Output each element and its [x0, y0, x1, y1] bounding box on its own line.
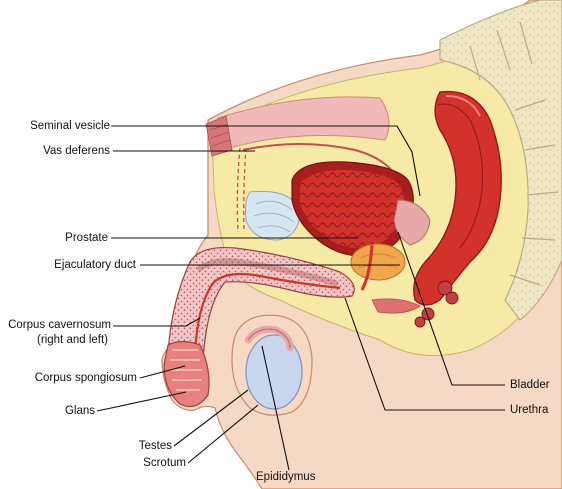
- seminal-vesicle: [393, 199, 431, 246]
- leader-lines: [96, 125, 505, 471]
- label-prostate: Prostate: [65, 232, 108, 244]
- label-scrotum: Scrotum: [143, 457, 186, 469]
- label-epididymus: Epididymus: [256, 471, 316, 483]
- label-glans: Glans: [64, 405, 95, 417]
- prostate: [350, 243, 406, 281]
- testis: [245, 334, 303, 410]
- sacrum: [439, 0, 562, 321]
- label-seminal-vesicle: Seminal vesicle: [30, 120, 110, 132]
- label-corpus-spongiosum: Corpus spongiosum: [34, 372, 137, 384]
- label-ejaculatory-duct: Ejaculatory duct: [54, 259, 136, 271]
- label-bladder: Bladder: [510, 379, 550, 391]
- label-urethra: Urethra: [510, 404, 549, 416]
- label-testes: Testes: [138, 440, 172, 452]
- label-vas-deferens: Vas deferens: [43, 145, 110, 157]
- label-corpus-cavernosum: Corpus cavernosum: [8, 319, 111, 331]
- label-corpus-cavernosum-note: (right and left): [37, 334, 108, 346]
